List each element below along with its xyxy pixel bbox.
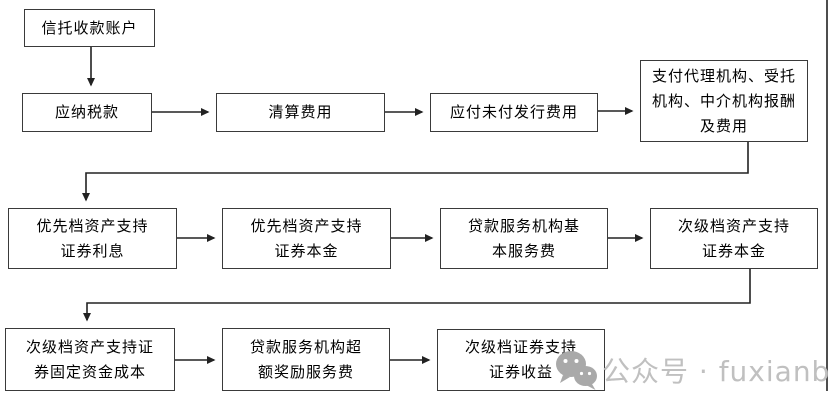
node-subordinate-abs-fixed-funding-cost: 次级档资产支持证券固定资金成本 bbox=[5, 328, 175, 391]
node-senior-abs-interest: 优先档资产支持证券利息 bbox=[8, 208, 177, 269]
node-trust-collection-account: 信托收款账户 bbox=[24, 9, 155, 47]
edge-agentfees-to-senior-interest bbox=[82, 142, 749, 202]
node-subordinate-securities-income: 次级档证券支持证券收益 bbox=[437, 329, 605, 391]
node-payable-unpaid-issuance-fees: 应付未付发行费用 bbox=[430, 93, 598, 132]
node-agent-trustee-intermediary-fees: 支付代理机构、受托机构、中介机构报酬及费用 bbox=[640, 60, 808, 142]
node-senior-abs-principal: 优先档资产支持证券本金 bbox=[222, 208, 391, 269]
node-subordinate-abs-principal: 次级档资产支持证券本金 bbox=[650, 208, 818, 269]
edge-sub-principal-to-fixed-cost bbox=[83, 269, 751, 322]
node-taxes-payable: 应纳税款 bbox=[22, 93, 152, 132]
watermark-text: 公众号 · fuxianbubin bbox=[602, 355, 831, 388]
node-loan-servicer-excess-incentive-fee: 贷款服务机构超额奖励服务费 bbox=[222, 328, 390, 391]
node-loan-servicer-basic-fee: 贷款服务机构基本服务费 bbox=[440, 208, 608, 269]
node-liquidation-expenses: 清算费用 bbox=[216, 93, 385, 132]
